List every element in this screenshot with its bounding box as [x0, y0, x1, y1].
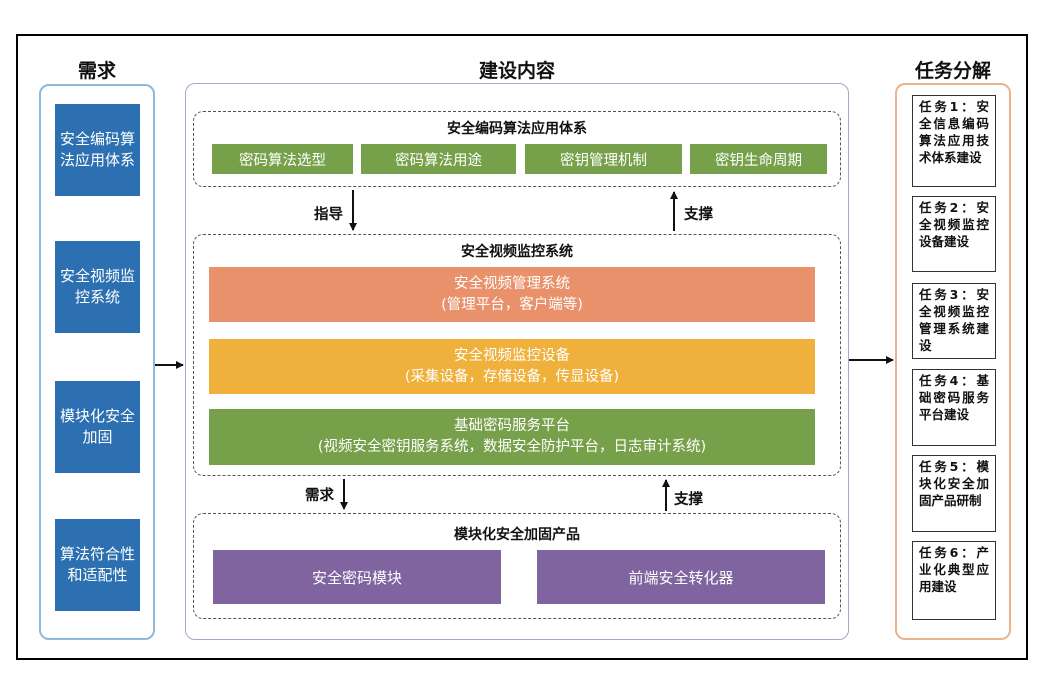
video-device-layer: 安全视频监控设备 (采集设备，存储设备，传显设备)	[209, 339, 815, 394]
video-system-section	[193, 234, 841, 476]
content-column	[185, 83, 849, 640]
video-system-title: 安全视频监控系统	[461, 244, 573, 260]
need-label: 需求	[305, 488, 334, 504]
key-management-box: 密钥管理机制	[525, 144, 682, 174]
needs-column	[39, 84, 155, 640]
diagram-frame	[16, 34, 1028, 660]
crypto-module-box: 安全密码模块	[213, 550, 501, 604]
need-algorithm-compliance: 算法符合性和适配性	[55, 519, 140, 611]
tasks-column	[895, 83, 1011, 640]
support-label-top: 支撑	[684, 207, 713, 223]
task-3: 任务3：安全视频监控管理系统建设	[912, 283, 996, 359]
guide-label: 指导	[314, 207, 343, 223]
crypto-service-name: 基础密码服务平台	[454, 418, 570, 434]
encoding-system-title: 安全编码算法应用体系	[447, 121, 587, 137]
needs-heading: 需求	[77, 60, 116, 82]
task-4: 任务4：基础密码服务平台建设	[912, 369, 996, 446]
task-1: 任务1：安全信息编码算法应用技术体系建设	[912, 95, 996, 187]
hardening-title: 模块化安全加固产品	[454, 527, 580, 543]
tasks-heading: 任务分解	[914, 60, 991, 82]
need-video-monitoring: 安全视频监控系统	[55, 241, 140, 333]
crypto-service-layer: 基础密码服务平台 (视频安全密钥服务系统，数据安全防护平台，日志审计系统)	[209, 409, 815, 465]
hardening-section	[193, 513, 841, 619]
need-modular-hardening: 模块化安全加固	[55, 381, 140, 473]
video-management-name: 安全视频管理系统	[454, 275, 570, 292]
task-6: 任务6：产业化典型应用建设	[912, 541, 996, 620]
key-lifecycle-box: 密钥生命周期	[690, 144, 827, 174]
video-device-name: 安全视频监控设备	[454, 347, 570, 364]
frontend-converter-box: 前端安全转化器	[537, 550, 825, 604]
need-encoding-algorithm: 安全编码算法应用体系	[55, 104, 140, 196]
support-label-bottom: 支撑	[674, 492, 703, 508]
content-heading: 建设内容	[478, 60, 555, 82]
video-management-layer: 安全视频管理系统 (管理平台，客户端等)	[209, 267, 815, 322]
encoding-system-section	[193, 111, 841, 187]
video-management-detail: (管理平台，客户端等)	[441, 296, 583, 313]
video-device-detail: (采集设备，存储设备，传显设备)	[404, 368, 620, 385]
crypto-service-detail: (视频安全密钥服务系统，数据安全防护平台，日志审计系统)	[317, 439, 707, 455]
task-5: 任务5：模块化安全加固产品研制	[912, 455, 996, 532]
algorithm-selection-box: 密码算法选型	[212, 144, 353, 174]
task-2: 任务2：安全视频监控设备建设	[912, 196, 996, 272]
algorithm-usage-box: 密码算法用途	[361, 144, 516, 174]
